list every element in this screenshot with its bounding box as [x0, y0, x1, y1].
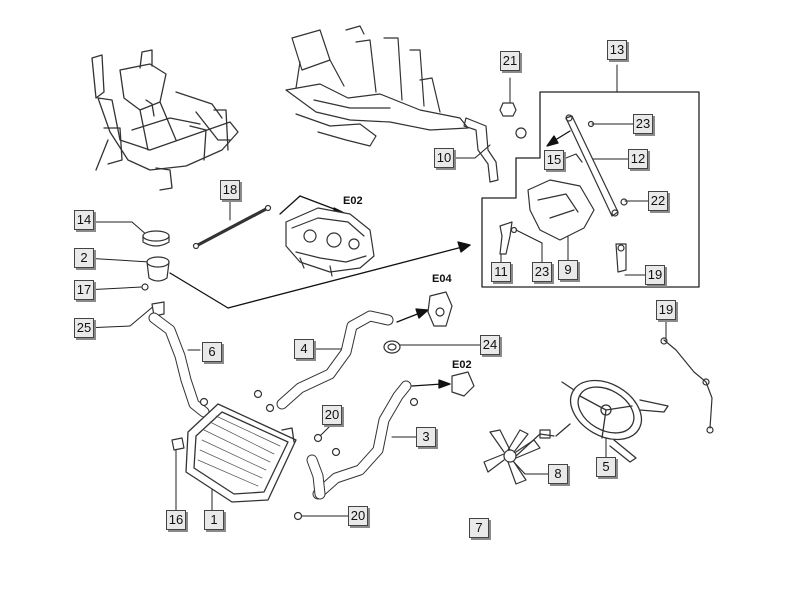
part-24-clamp: [383, 340, 401, 354]
part-15-clip: [565, 153, 583, 163]
callout-21[interactable]: 21: [500, 51, 520, 71]
part-12-rod: [565, 114, 619, 217]
part-9-bracket: [527, 179, 595, 241]
ref-e02-upper: E02: [343, 195, 363, 207]
callout-20-upper[interactable]: 20: [322, 405, 342, 425]
callout-13[interactable]: 13: [607, 40, 627, 60]
engine-block-drawing: [285, 207, 375, 277]
part-23-screw: [510, 226, 518, 234]
callout-20-lower[interactable]: 20: [348, 506, 368, 526]
callout-9[interactable]: 9: [558, 260, 578, 280]
part-14-cap: [142, 230, 170, 247]
callout-24[interactable]: 24: [480, 335, 500, 355]
part-1-radiator: [185, 403, 297, 503]
hose-3: [306, 380, 412, 500]
ref-e02-lower: E02: [452, 359, 472, 371]
assembly-13-frame: [481, 91, 700, 288]
part-2-reservoir: [146, 256, 170, 282]
callout-19-wire[interactable]: 19: [656, 300, 676, 320]
callout-6[interactable]: 6: [202, 342, 222, 362]
frame-center-drawing: [285, 25, 469, 147]
part-18-rod: [192, 204, 272, 250]
part-19-wire: [660, 337, 714, 434]
callout-7[interactable]: 7: [469, 518, 489, 538]
callout-5[interactable]: 5: [596, 457, 616, 477]
part-16-sensor: [171, 437, 185, 451]
frame-left-drawing: [91, 49, 239, 191]
hose-4: [276, 310, 394, 410]
screws-20: [199, 389, 419, 521]
flow-arrows: [169, 130, 571, 389]
part-5-fan-shroud: [555, 379, 669, 463]
part-17-washer: [141, 283, 149, 291]
thermostat-housing: [427, 291, 453, 327]
callout-14[interactable]: 14: [74, 210, 94, 230]
part-23-pin: [587, 120, 595, 128]
callout-17[interactable]: 17: [74, 280, 94, 300]
callout-10[interactable]: 10: [434, 148, 454, 168]
callout-11[interactable]: 11: [491, 262, 511, 282]
callout-23-upper[interactable]: 23: [633, 114, 653, 134]
callout-22[interactable]: 22: [648, 191, 668, 211]
hose-6: [148, 312, 210, 418]
callout-1[interactable]: 1: [204, 510, 224, 530]
callout-18[interactable]: 18: [220, 180, 240, 200]
callout-4[interactable]: 4: [294, 339, 314, 359]
ref-e04: E04: [432, 273, 452, 285]
callout-3[interactable]: 3: [416, 427, 436, 447]
engine-outlet: [451, 371, 475, 397]
callout-16[interactable]: 16: [166, 510, 186, 530]
part-19-clamp: [615, 243, 627, 273]
part-25-clamp: [151, 301, 165, 317]
callout-2[interactable]: 2: [74, 248, 94, 268]
part-11-pipe: [499, 221, 513, 255]
part-8-fan: [483, 429, 555, 485]
callout-12[interactable]: 12: [628, 149, 648, 169]
callout-8[interactable]: 8: [548, 464, 568, 484]
callout-15[interactable]: 15: [544, 150, 564, 170]
part-21-nut: [499, 102, 527, 139]
callout-25[interactable]: 25: [74, 318, 94, 338]
callout-19-clamp[interactable]: 19: [645, 265, 665, 285]
part-22-pin: [620, 198, 628, 206]
callout-23-lower[interactable]: 23: [532, 262, 552, 282]
part-10-bracket: [463, 117, 499, 183]
